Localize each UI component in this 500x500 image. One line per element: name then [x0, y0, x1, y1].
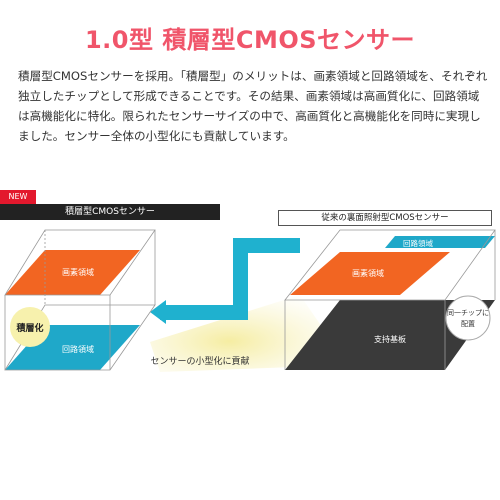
- conventional-substrate: [285, 300, 495, 370]
- page-title: 1.0型 積層型CMOSセンサー: [84, 26, 416, 54]
- downsizing-arrow: [150, 238, 300, 324]
- stacked-badge: [10, 307, 50, 347]
- stacked-circuit-label: 回路領域: [62, 344, 94, 354]
- same-chip-badge-line2: 配置: [461, 320, 475, 328]
- description-text: 積層型CMOSセンサーを採用。「積層型」のメリットは、画素領域と回路領域を、それ…: [18, 69, 488, 143]
- stacked-sensor-header: 積層型CMOSセンサー: [0, 204, 220, 220]
- same-chip-badge: [445, 295, 491, 341]
- new-badge: NEW: [0, 190, 36, 204]
- stacked-badge-label: 積層化: [15, 322, 43, 334]
- stacked-wireframe: [4, 229, 156, 371]
- stacked-pixel-layer: [5, 250, 140, 295]
- same-chip-badge-line1: 同一チップに: [447, 309, 489, 317]
- downsizing-label: センサーの小型化に貢献: [150, 355, 249, 367]
- conventional-substrate-label: 支持基板: [374, 334, 406, 344]
- conventional-sensor-header: 従来の裏面照射型CMOSセンサー: [278, 210, 492, 226]
- downsizing-glow: [150, 295, 348, 372]
- conventional-circuit-layer: [385, 236, 495, 248]
- conventional-circuit-label: 回路領域: [403, 238, 433, 248]
- conventional-wireframe: [284, 229, 496, 370]
- conventional-pixel-layer: [290, 252, 450, 295]
- stacked-pixel-label: 画素領域: [62, 267, 94, 277]
- sensor-comparison-diagram: 画素領域 回路領域 積層化 センサーの小型化に貢献 支持基板 回路領域 画素領域…: [4, 229, 496, 372]
- conventional-pixel-label: 画素領域: [352, 268, 384, 278]
